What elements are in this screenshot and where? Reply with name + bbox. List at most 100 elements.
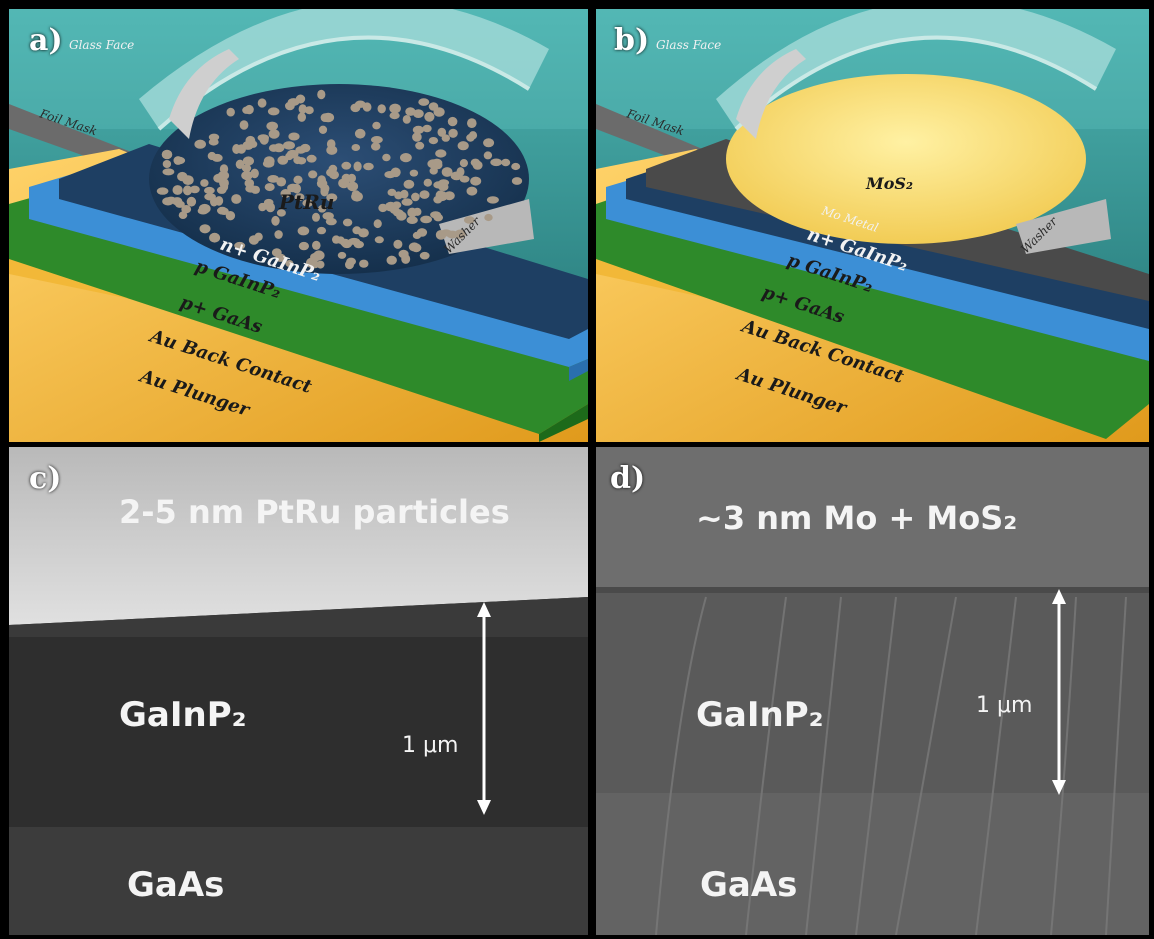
ptru-particle xyxy=(326,145,338,155)
ptru-particle xyxy=(447,116,458,127)
ptru-particle xyxy=(189,185,200,194)
ptru-particle xyxy=(241,170,253,181)
ptru-particle xyxy=(293,156,302,165)
ptru-particles-label: 2-5 nm PtRu particles xyxy=(119,493,510,531)
gainp2-region xyxy=(596,593,1149,793)
washer xyxy=(1016,199,1111,254)
ptru-particle xyxy=(363,162,374,171)
glass-face xyxy=(716,9,1116,129)
ptru-particle xyxy=(326,193,338,202)
ptru-particle xyxy=(431,158,443,168)
ptru-particle xyxy=(306,154,317,163)
ptru-particle xyxy=(401,198,413,206)
ptru-particle xyxy=(403,179,415,189)
ptru-particle xyxy=(297,226,310,236)
ptru-particle xyxy=(463,216,475,224)
ptru-particle xyxy=(430,211,442,219)
ptru-particle xyxy=(342,218,353,227)
ptru-particle xyxy=(312,212,320,222)
scale-bar-label: 1 μm xyxy=(976,693,1033,718)
ptru-particle xyxy=(225,211,236,221)
ptru-particle xyxy=(173,156,183,165)
ptru-particle xyxy=(511,177,523,185)
ptru-particle xyxy=(484,213,493,222)
ptru-particle xyxy=(348,237,361,245)
ptru-particle xyxy=(390,167,401,178)
ptru-particle xyxy=(235,159,245,169)
ptru-particle xyxy=(231,194,242,204)
ptru-particle xyxy=(389,112,400,120)
ptru-particle xyxy=(297,112,306,122)
glass-face-label: Glass Face xyxy=(656,38,721,52)
ptru-particle xyxy=(234,241,246,250)
ptru-particle xyxy=(412,132,422,142)
ptru-particle xyxy=(353,161,362,172)
ptru-particle xyxy=(409,169,419,177)
ptru-particle xyxy=(251,185,260,194)
ptru-particle xyxy=(406,216,418,225)
ptru-particle xyxy=(273,143,285,153)
ptru-particle xyxy=(459,175,470,183)
ptru-particle xyxy=(175,200,185,208)
ptru-particle xyxy=(200,179,209,187)
ptru-particle xyxy=(208,133,220,141)
glass-face xyxy=(139,9,549,129)
ptru-particle xyxy=(405,107,416,116)
ptru-particle xyxy=(438,181,448,190)
ptru-particle xyxy=(266,121,279,131)
panel-label-a: a) xyxy=(29,23,63,58)
ptru-particle xyxy=(283,141,295,150)
panel-label-c: c) xyxy=(29,461,62,496)
catalyst-label: PtRu xyxy=(278,190,334,214)
ptru-particle xyxy=(295,146,307,154)
ptru-particle xyxy=(501,158,511,167)
ptru-particle xyxy=(351,144,361,151)
ptru-particle xyxy=(216,186,227,194)
ptru-particle xyxy=(302,199,314,207)
o-ring xyxy=(169,49,239,139)
ptru-particle xyxy=(204,186,215,195)
ptru-particle xyxy=(354,128,366,139)
ptru-particle xyxy=(400,153,412,163)
ptru-particle xyxy=(374,236,384,244)
gaas-label: GaAs xyxy=(700,865,798,905)
gaas-region xyxy=(9,827,588,935)
ptru-particle xyxy=(257,134,269,142)
ptru-particle xyxy=(298,241,309,251)
ptru-particle xyxy=(393,239,403,249)
ptru-particle xyxy=(437,127,447,137)
ptru-particle xyxy=(418,98,430,106)
ptru-particle xyxy=(387,188,397,196)
ptru-particle xyxy=(435,190,445,201)
ptru-particle xyxy=(172,185,183,195)
ptru-particle xyxy=(322,112,335,123)
ptru-particles xyxy=(156,89,523,270)
ptru-particle xyxy=(402,115,411,124)
ptru-particle xyxy=(280,189,291,198)
ptru-particle xyxy=(486,196,499,204)
ptru-particle xyxy=(292,183,301,194)
ptru-particle xyxy=(359,259,369,268)
ptru-particle xyxy=(345,260,354,270)
cleavage-lines xyxy=(655,596,1127,935)
ptru-particle xyxy=(419,251,430,260)
ptru-particle xyxy=(271,248,282,257)
ptru-particle xyxy=(352,226,362,235)
ptru-particle xyxy=(433,107,445,117)
scale-bar-arrow xyxy=(477,602,491,815)
ptru-particle xyxy=(317,89,326,100)
ptru-particle xyxy=(209,232,221,243)
ptru-particle xyxy=(317,175,327,185)
ptru-particle xyxy=(412,125,424,134)
panel-c-sem-image xyxy=(9,447,588,935)
glass-face-label: Glass Face xyxy=(69,38,134,52)
ptru-particle xyxy=(441,167,453,177)
ptru-particle xyxy=(350,103,361,113)
ptru-particle xyxy=(329,170,339,179)
ptru-particle xyxy=(241,164,252,173)
ptru-particle xyxy=(347,173,356,183)
ptru-surface-region xyxy=(9,447,588,625)
ptru-particle xyxy=(310,252,322,262)
ptru-particle xyxy=(411,192,420,202)
